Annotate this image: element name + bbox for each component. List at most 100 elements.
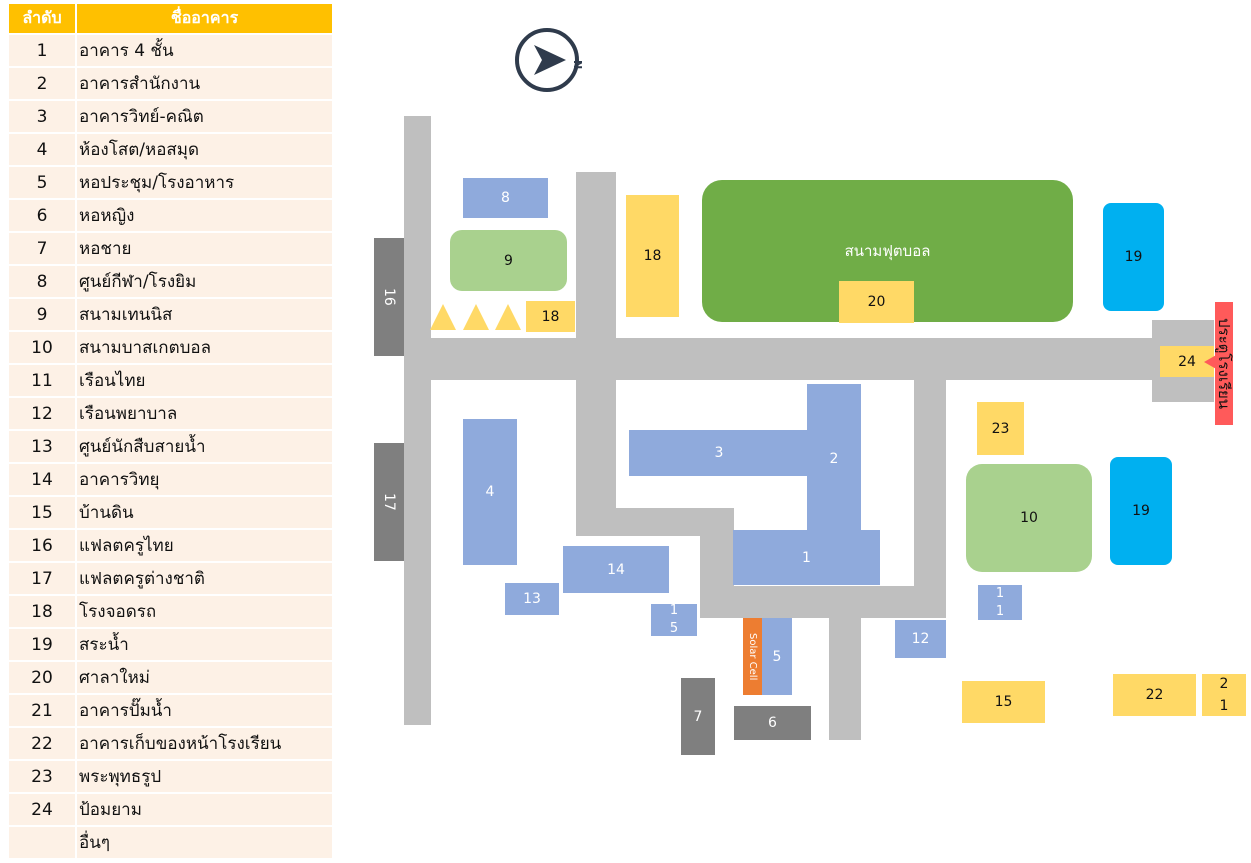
legend-row-number: 16 — [9, 528, 77, 562]
building-9-tennis-court[interactable]: 9 — [450, 230, 567, 291]
legend-row-number: 21 — [9, 693, 77, 727]
building-2[interactable]: 2 — [807, 384, 861, 534]
legend-row-number: 14 — [9, 462, 77, 496]
building-8[interactable]: 8 — [463, 178, 548, 218]
road-south-spur — [829, 617, 861, 740]
building-13[interactable]: 13 — [505, 583, 559, 615]
legend-row-name: หอประชุม/โรงอาหาร — [76, 165, 332, 199]
triangle-marker-1 — [430, 304, 456, 330]
building-1[interactable]: 1 — [733, 530, 880, 585]
building-21[interactable]: 2 1 — [1202, 674, 1246, 716]
legend-row-name: อาคาร 4 ชั้น — [76, 33, 332, 67]
legend-row-name: ห้องโสต/หอสมุด — [76, 132, 332, 166]
legend-row-name: สนามบาสเกตบอล — [76, 330, 332, 364]
building-10-basketball-court[interactable]: 10 — [966, 464, 1092, 572]
building-5[interactable]: 5 — [762, 618, 792, 695]
building-14[interactable]: 14 — [563, 546, 669, 593]
legend-row-name: อาคารสำนักงาน — [76, 66, 332, 100]
header-no: ลำดับ — [9, 4, 77, 34]
building-22[interactable]: 22 — [1113, 674, 1196, 716]
legend-row-number: 1 — [9, 33, 77, 67]
building-4[interactable]: 4 — [463, 419, 517, 565]
building-18-small[interactable]: 18 — [526, 301, 575, 332]
building-7[interactable]: 7 — [681, 678, 715, 755]
legend-row-number: 7 — [9, 231, 77, 265]
legend-row-number: 17 — [9, 561, 77, 595]
building-11-bottom: 1 — [995, 603, 1005, 619]
pond-19-south[interactable]: 19 — [1110, 457, 1172, 565]
legend-row-name: อาคารปั๊มน้ำ — [76, 693, 332, 727]
road-north-spur — [576, 172, 616, 342]
north-arrow-icon: N — [515, 28, 584, 92]
legend-row-number: 8 — [9, 264, 77, 298]
legend-row-number: 11 — [9, 363, 77, 397]
legend-row-name: อื่นๆ — [76, 825, 332, 858]
road-south — [700, 586, 946, 618]
building-20[interactable]: 20 — [839, 281, 914, 323]
legend-row-number: 24 — [9, 792, 77, 826]
legend-row-number: 22 — [9, 726, 77, 760]
gate-arrow-icon — [1204, 354, 1218, 370]
legend-row-name: ป้อมยาม — [76, 792, 332, 826]
legend-row-name: อาคารเก็บของหน้าโรงเรียน — [76, 726, 332, 760]
legend-row-name: หอชาย — [76, 231, 332, 265]
legend-row-name: สระน้ำ — [76, 627, 332, 661]
legend-row-name: สนามเทนนิส — [76, 297, 332, 331]
legend-row-name: ศูนย์นักสืบสายน้ำ — [76, 429, 332, 463]
building-21-bottom: 1 — [1219, 698, 1229, 714]
building-15[interactable]: 15 — [962, 681, 1045, 723]
road-east-vertical — [914, 378, 946, 618]
legend-row-name: โรงจอดรถ — [76, 594, 332, 628]
legend-row-name: พระพุทธรูป — [76, 759, 332, 793]
legend-row-number: 13 — [9, 429, 77, 463]
building-15-small-bottom: 5 — [669, 621, 679, 636]
road-west — [404, 116, 431, 725]
legend-row-name: ศูนย์กีฬา/โรงยิม — [76, 264, 332, 298]
legend-row-name: อาคารวิทยุ — [76, 462, 332, 496]
building-11[interactable]: 1 1 — [978, 585, 1022, 620]
legend-row-number: 10 — [9, 330, 77, 364]
building-3[interactable]: 3 — [629, 430, 809, 476]
legend-row-name: เรือนไทย — [76, 363, 332, 397]
legend-row-number: 6 — [9, 198, 77, 232]
legend-row-name: แฟลตครูไทย — [76, 528, 332, 562]
legend-header-row: ลำดับ ชื่ออาคาร — [9, 4, 332, 34]
legend-row-number: 20 — [9, 660, 77, 694]
building-17[interactable]: 17 — [374, 443, 404, 561]
legend-row-number: 12 — [9, 396, 77, 430]
building-18-large[interactable]: 18 — [626, 195, 679, 317]
legend-row-number — [9, 825, 77, 858]
legend-row-name: ศาลาใหม่ — [76, 660, 332, 694]
school-gate[interactable]: ประตูโรงเรียน — [1215, 302, 1233, 425]
legend-row-name: อาคารวิทย์-คณิต — [76, 99, 332, 133]
building-6[interactable]: 6 — [734, 706, 811, 740]
building-16[interactable]: 16 — [374, 238, 404, 356]
legend-row-number: 4 — [9, 132, 77, 166]
legend-row-name: แฟลตครูต่างชาติ — [76, 561, 332, 595]
building-12[interactable]: 12 — [895, 620, 946, 658]
building-23[interactable]: 23 — [977, 402, 1024, 455]
solar-cell[interactable]: Solar Cell — [743, 618, 762, 695]
pond-19-north[interactable]: 19 — [1103, 203, 1164, 311]
legend-row-number: 19 — [9, 627, 77, 661]
building-15-small[interactable]: 1 5 — [651, 603, 697, 636]
